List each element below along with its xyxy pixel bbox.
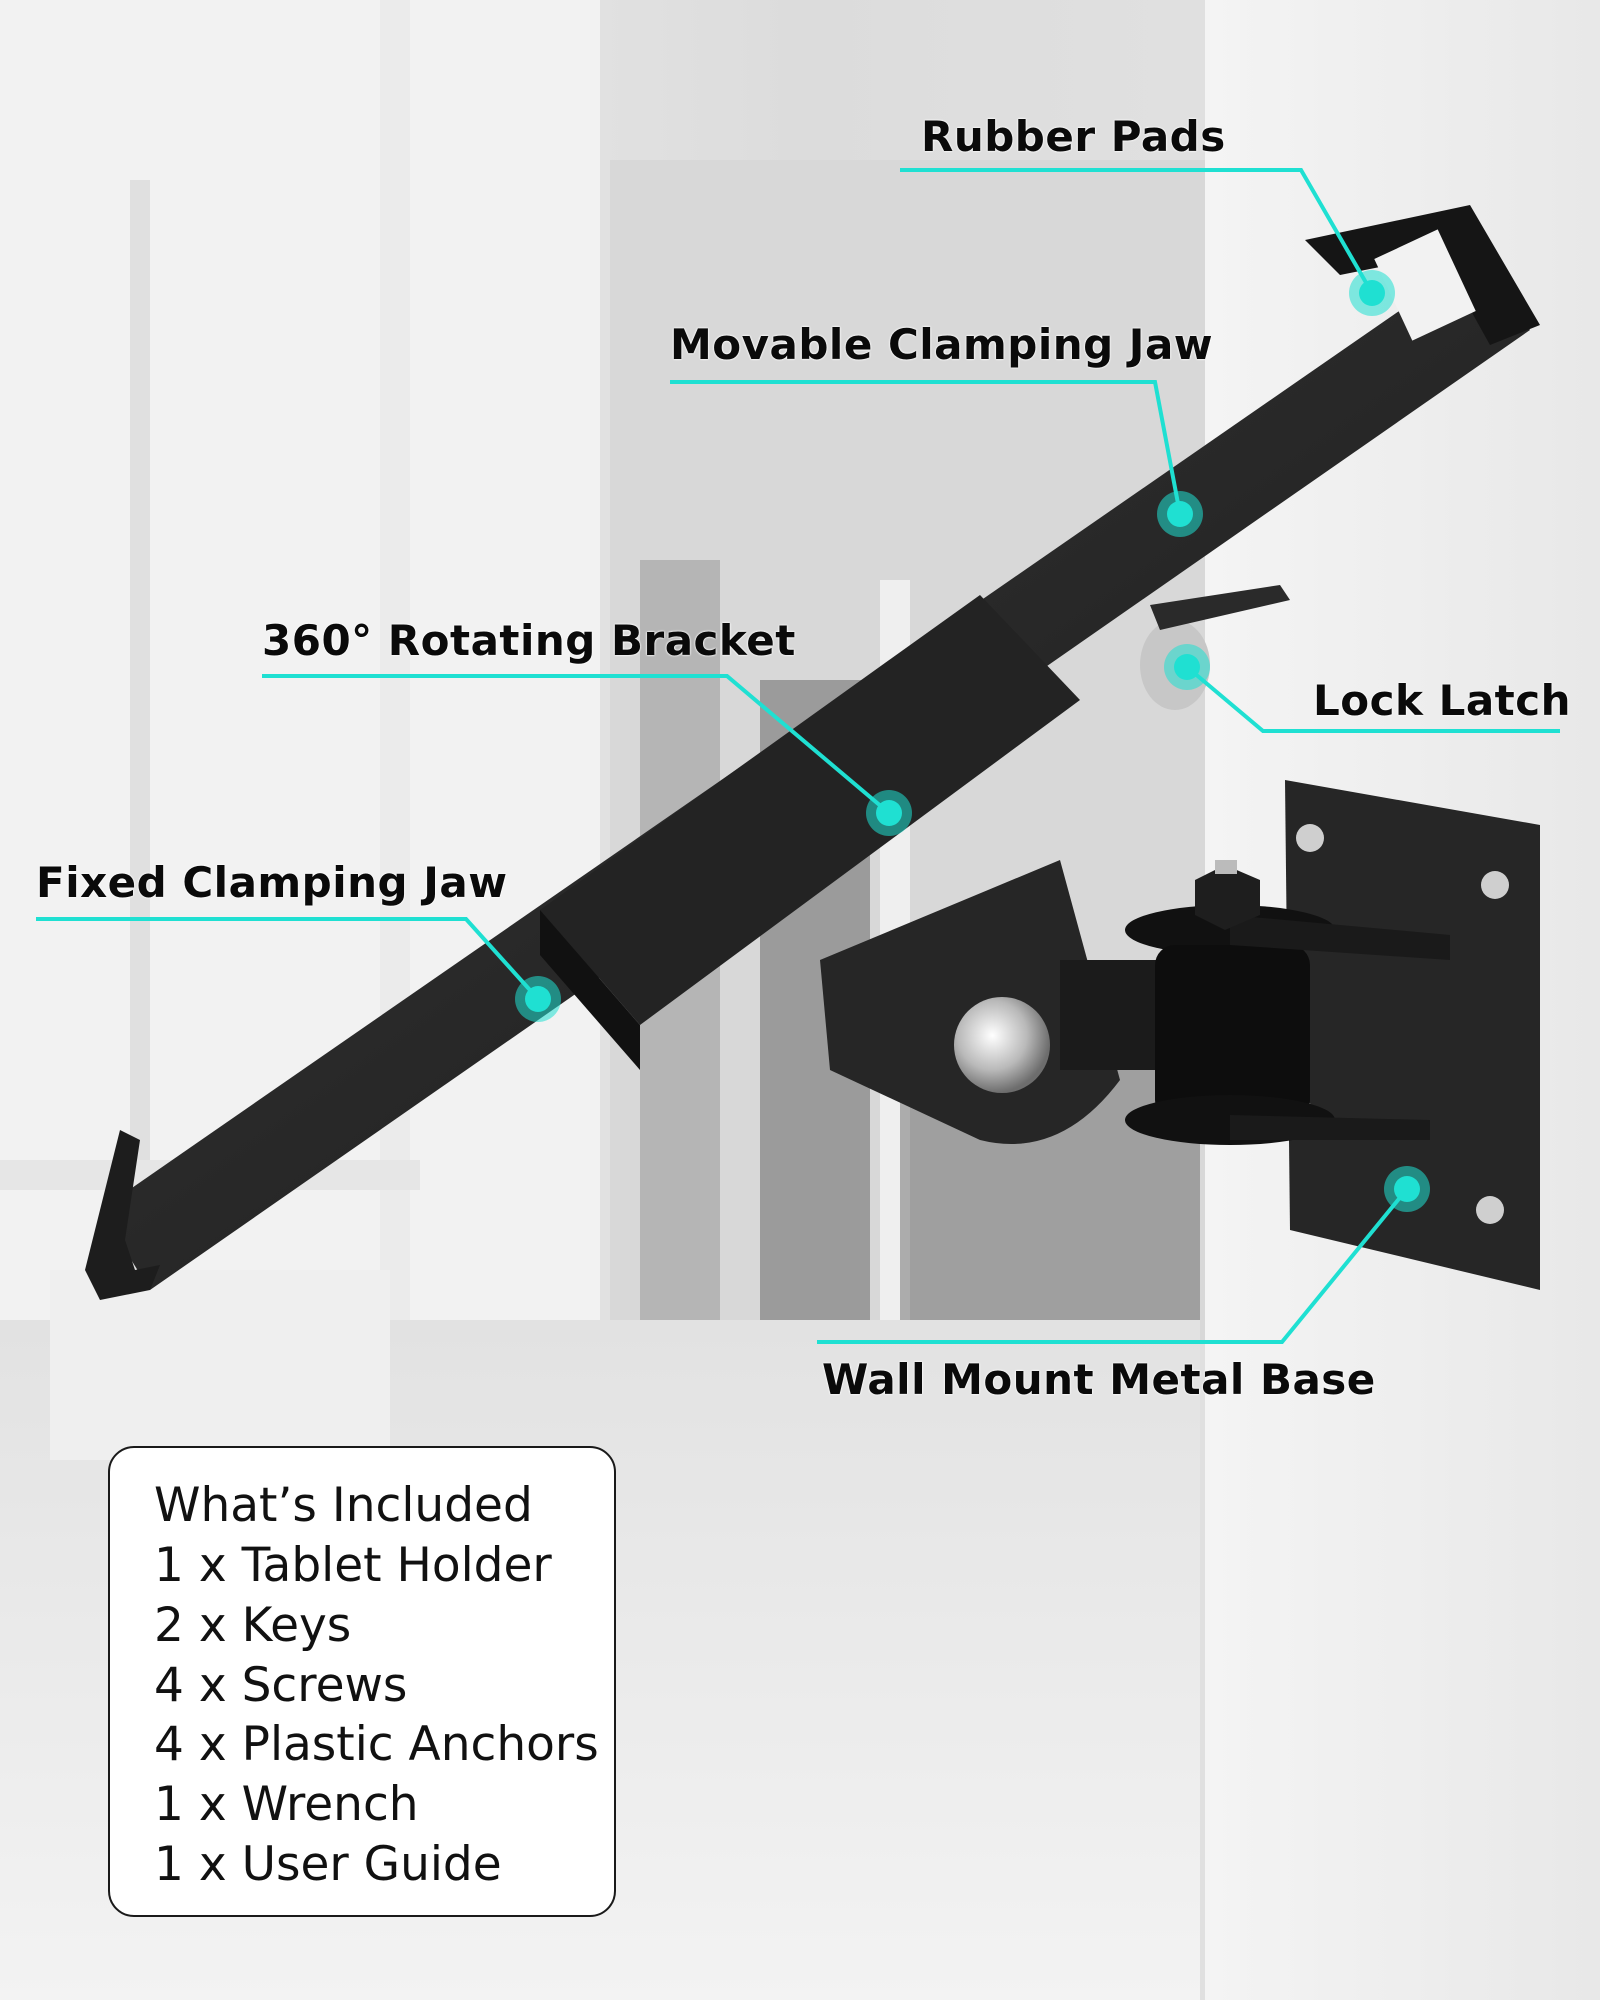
rubber-pads-dot-icon <box>1349 270 1395 316</box>
rotating-bracket-leader <box>262 674 891 815</box>
label-rotating-bracket: 360° Rotating Bracket <box>262 616 796 665</box>
included-item: 1 x Tablet Holder <box>154 1538 552 1593</box>
whats-included-title: What’s Included <box>154 1478 533 1533</box>
included-item: 4 x Screws <box>154 1658 408 1713</box>
movable-jaw-leader <box>670 380 1182 515</box>
included-item: 1 x User Guide <box>154 1837 502 1892</box>
lock-latch-dot-icon <box>1164 644 1210 690</box>
wall-base-leader <box>817 1187 1409 1344</box>
label-wall-mount-metal-base: Wall Mount Metal Base <box>822 1355 1376 1404</box>
rotating-bracket-dot-icon <box>866 790 912 836</box>
label-fixed-clamping-jaw: Fixed Clamping Jaw <box>36 858 508 907</box>
fixed-jaw-leader <box>36 917 540 1001</box>
fixed-jaw-dot-icon <box>515 976 561 1022</box>
movable-jaw-dot-icon <box>1157 491 1203 537</box>
included-item: 1 x Wrench <box>154 1777 419 1832</box>
label-lock-latch: Lock Latch <box>1313 676 1572 725</box>
whats-included-box: What’s Included 1 x Tablet Holder 2 x Ke… <box>108 1446 616 1917</box>
wall-base-dot-icon <box>1384 1166 1430 1212</box>
included-item: 2 x Keys <box>154 1598 352 1653</box>
label-movable-clamping-jaw: Movable Clamping Jaw <box>670 320 1214 369</box>
lock-latch-leader <box>1185 665 1560 733</box>
rubber-pads-leader <box>900 168 1374 294</box>
label-rubber-pads: Rubber Pads <box>921 112 1226 161</box>
included-item: 4 x Plastic Anchors <box>154 1717 599 1772</box>
